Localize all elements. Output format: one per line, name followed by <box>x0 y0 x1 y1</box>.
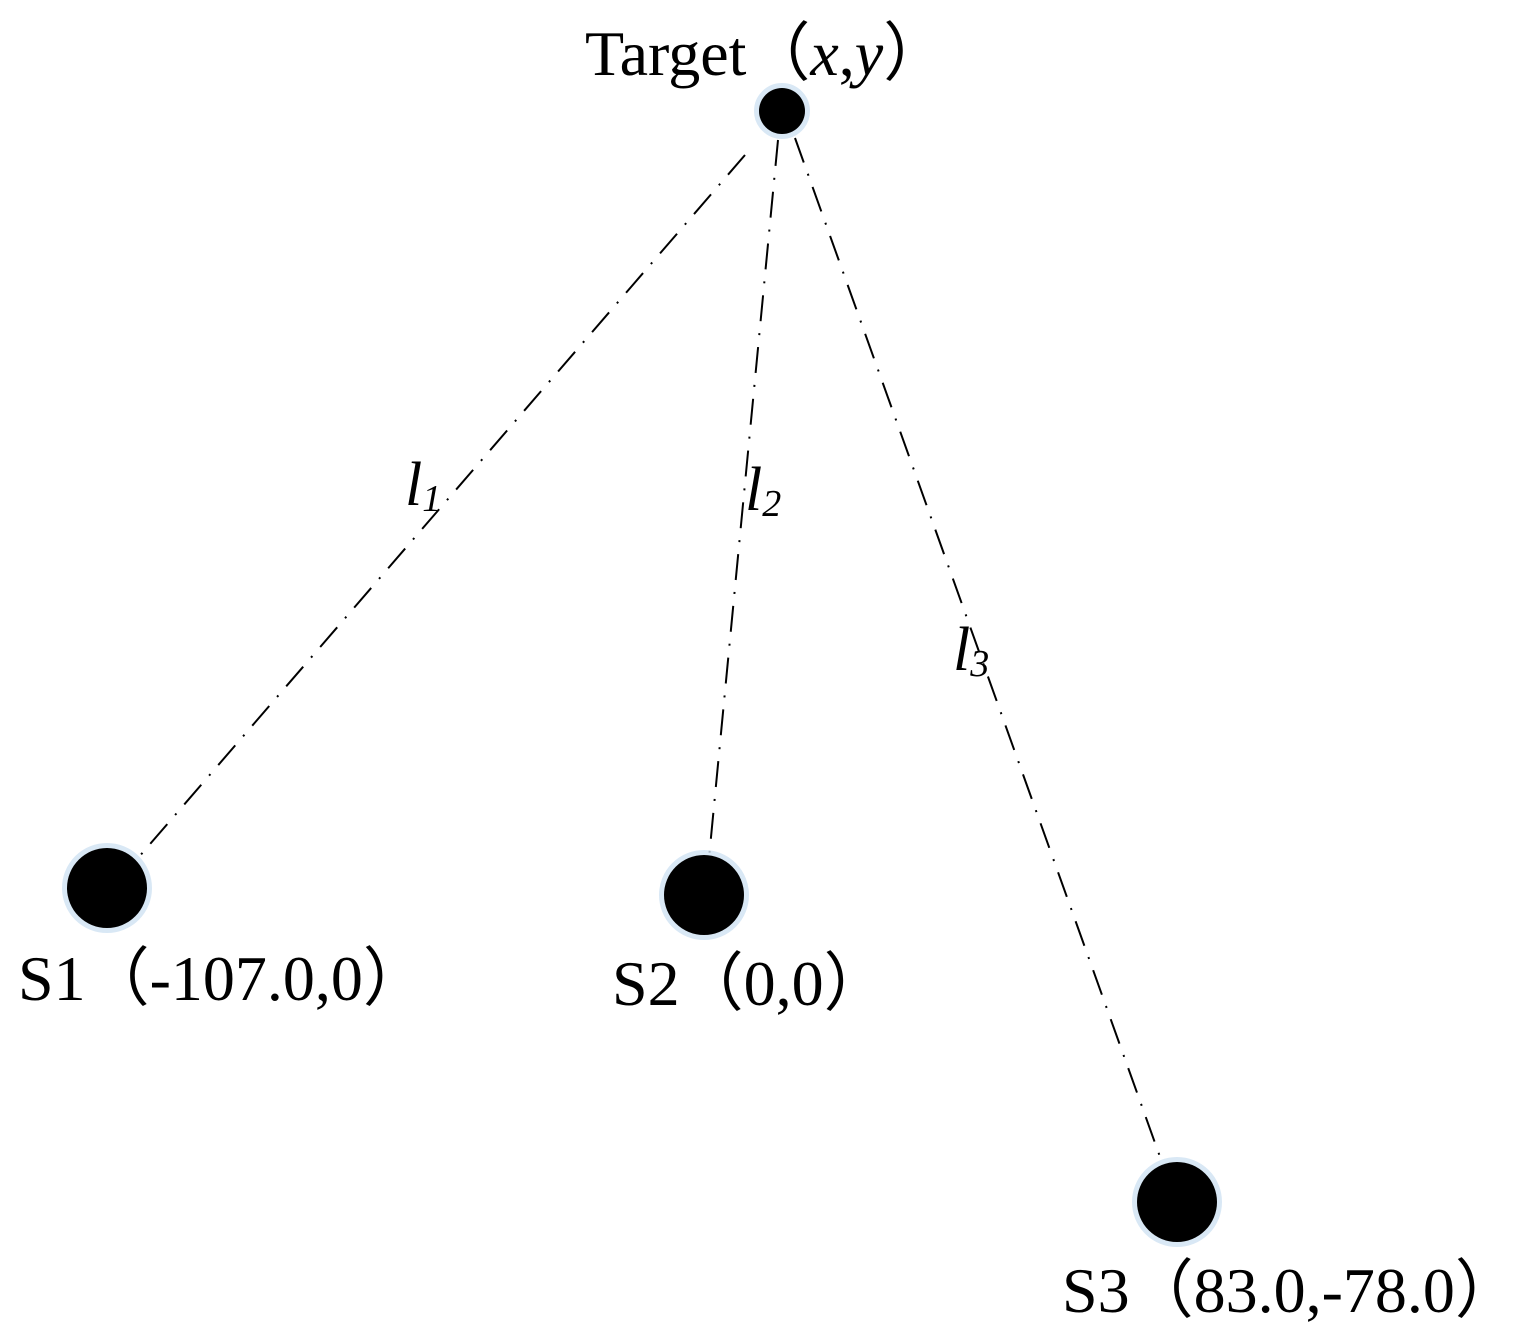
link-label-l2-symbol: l <box>745 456 762 524</box>
link-l2 <box>708 139 779 859</box>
link-l1 <box>137 154 746 859</box>
sensor-s1-name: S1 <box>18 943 86 1014</box>
target-coords-open: （ <box>746 18 810 89</box>
sensor-s3-name: S3 <box>1062 1255 1130 1326</box>
link-label-l2: l2 <box>745 456 781 525</box>
target-node <box>759 88 805 134</box>
sensor-s3-coords: （83.0,-78.0） <box>1130 1255 1519 1326</box>
sensor-label-s1: S1（-107.0,0） <box>18 943 427 1014</box>
sensor-node-s1-halo <box>62 843 152 933</box>
sensor-s2-name: S2 <box>612 948 680 1019</box>
sensor-node-s2-halo <box>659 850 749 940</box>
target-coords-close: ） <box>883 18 947 89</box>
sensor-s2-coords: （0,0） <box>680 948 888 1019</box>
target-name: Target <box>585 18 747 89</box>
target-label: Target（x,y） <box>585 18 947 89</box>
sensor-node-s2 <box>664 855 744 935</box>
link-label-l1-index: 1 <box>422 478 441 520</box>
link-label-l1: l1 <box>405 451 441 520</box>
target-coord-x: x <box>809 18 838 89</box>
target-coord-y: y <box>849 18 884 89</box>
target-node-halo <box>754 83 810 139</box>
target-coord-sep: , <box>839 18 855 89</box>
link-label-l3-symbol: l <box>953 616 970 684</box>
link-label-l2-index: 2 <box>762 483 781 525</box>
sensor-s1-coords: （-107.0,0） <box>86 943 427 1014</box>
sensor-node-s3 <box>1137 1162 1217 1242</box>
sensor-label-s3: S3（83.0,-78.0） <box>1062 1255 1519 1326</box>
sensor-node-s3-halo <box>1132 1157 1222 1247</box>
link-label-l1-symbol: l <box>405 451 422 519</box>
sensor-node-s1 <box>67 848 147 928</box>
link-label-l3: l3 <box>953 616 989 685</box>
sensor-label-s2: S2（0,0） <box>612 948 888 1019</box>
link-label-l3-index: 3 <box>969 643 989 685</box>
